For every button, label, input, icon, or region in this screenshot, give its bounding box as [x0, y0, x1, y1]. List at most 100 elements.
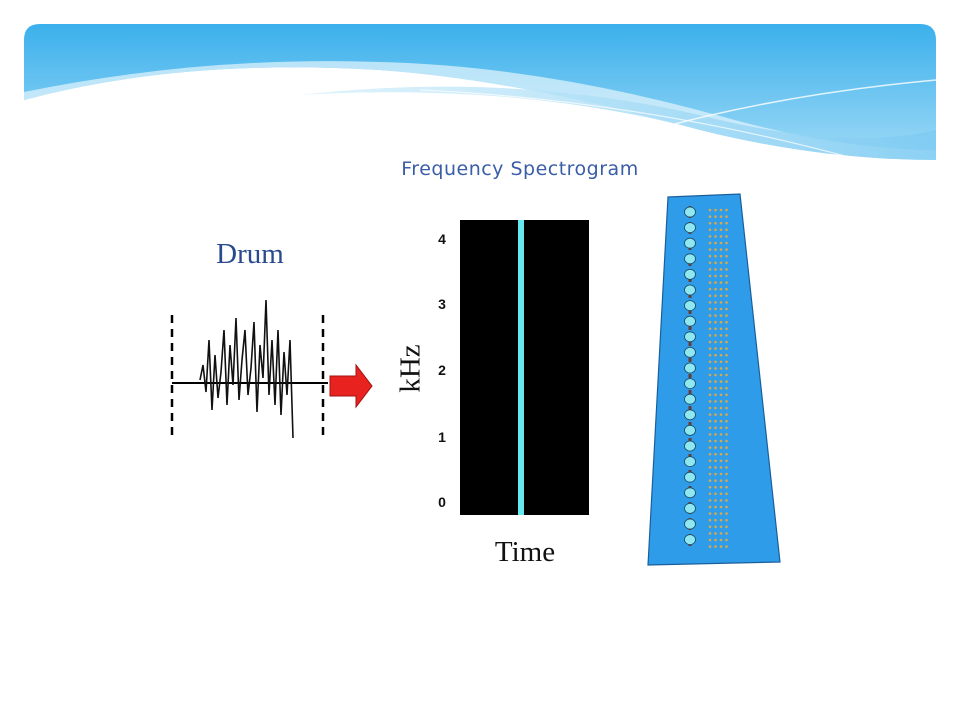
- fiber-dot: [719, 334, 723, 337]
- fiber-dot: [708, 406, 712, 410]
- fiber-dot: [714, 241, 717, 245]
- cochlea-diagram: [647, 193, 781, 566]
- fiber-dot: [725, 373, 728, 377]
- fiber-dot: [719, 459, 723, 463]
- fiber-dot: [725, 294, 728, 298]
- fiber-dot: [708, 301, 712, 304]
- fiber-dot: [714, 466, 717, 469]
- fiber-dot: [719, 479, 723, 482]
- hair-cell: [684, 393, 696, 405]
- fiber-dot: [714, 492, 717, 496]
- fiber-dot: [719, 320, 723, 324]
- fiber-dot: [725, 446, 728, 449]
- fiber-dot: [714, 419, 717, 423]
- fiber-dot: [719, 492, 723, 496]
- fiber-dot: [719, 426, 723, 430]
- fiber-dot: [719, 294, 723, 298]
- hair-cell: [684, 284, 696, 296]
- fiber-dot: [714, 261, 717, 265]
- fiber-dot: [708, 235, 712, 238]
- fiber-dot: [719, 505, 723, 509]
- fiber-dot: [725, 353, 728, 357]
- fiber-dot: [708, 512, 712, 515]
- fiber-dot: [725, 386, 728, 390]
- fiber-dot: [719, 406, 723, 410]
- fiber-dot: [725, 208, 728, 212]
- fiber-dot: [719, 340, 723, 344]
- drum-waveform: [170, 299, 328, 439]
- fiber-dot: [714, 426, 717, 430]
- fiber-dot: [714, 406, 717, 410]
- fiber-dot: [725, 452, 728, 456]
- fiber-dot: [725, 241, 728, 245]
- fiber-dot: [708, 294, 712, 298]
- fiber-dot: [719, 221, 723, 225]
- fiber-dot: [719, 545, 723, 548]
- fiber-dot: [719, 512, 723, 515]
- fiber-dot: [719, 472, 723, 476]
- fiber-dot: [708, 221, 712, 225]
- hair-cell: [684, 253, 696, 265]
- hair-cell: [684, 440, 696, 452]
- fiber-dot: [725, 347, 728, 350]
- fiber-dot: [725, 538, 728, 542]
- fiber-dot: [719, 287, 723, 291]
- spectrogram-background: [460, 220, 589, 515]
- fiber-dot: [725, 380, 728, 383]
- fiber-dot: [719, 373, 723, 377]
- fiber-dot: [719, 261, 723, 265]
- fiber-dot: [708, 248, 712, 251]
- fiber-dot: [708, 340, 712, 344]
- hair-cell: [684, 424, 696, 436]
- hair-cell: [684, 300, 696, 312]
- hair-cell: [684, 409, 696, 421]
- fiber-dot: [714, 485, 717, 489]
- fiber-dot: [708, 446, 712, 449]
- fiber-dot: [725, 472, 728, 476]
- fiber-dot: [714, 353, 717, 357]
- fiber-dot: [725, 314, 728, 317]
- fiber-dot: [714, 248, 717, 251]
- fiber-dot: [708, 538, 712, 542]
- cochlea-shape: [647, 193, 781, 566]
- fiber-dot: [708, 373, 712, 377]
- hair-cell: [684, 378, 696, 390]
- fiber-dot: [708, 367, 712, 370]
- fiber-dot: [708, 532, 712, 535]
- fiber-dot: [719, 538, 723, 542]
- fiber-dot: [708, 327, 712, 331]
- fiber-dot: [714, 327, 717, 331]
- fiber-dot: [714, 400, 717, 403]
- fiber-dot: [725, 274, 728, 278]
- y-axis-label: kHz: [394, 344, 427, 393]
- fiber-dot: [714, 518, 717, 522]
- fiber-dot: [714, 380, 717, 383]
- fiber-dot: [719, 419, 723, 423]
- fiber-dot: [708, 419, 712, 423]
- hair-cell: [684, 237, 696, 249]
- fiber-dot: [725, 505, 728, 509]
- fiber-dot: [719, 525, 723, 529]
- right-arrow-icon: [329, 363, 373, 409]
- spectrogram-band: [518, 220, 524, 515]
- fiber-dot: [708, 413, 712, 416]
- fiber-dot: [719, 281, 723, 284]
- fiber-dot: [714, 221, 717, 225]
- fiber-dot: [719, 254, 723, 258]
- fiber-dot: [719, 208, 723, 212]
- fiber-dot: [714, 512, 717, 515]
- fiber-dot: [725, 334, 728, 337]
- fiber-dot: [708, 334, 712, 337]
- fiber-dot: [714, 386, 717, 390]
- fiber-dot: [708, 360, 712, 364]
- fiber-dot: [725, 525, 728, 529]
- fiber-dot: [708, 347, 712, 350]
- fiber-dot: [714, 459, 717, 463]
- fiber-dot: [714, 281, 717, 284]
- fiber-dot: [725, 235, 728, 238]
- fiber-dot: [719, 360, 723, 364]
- fiber-dot: [708, 393, 712, 397]
- fiber-dot: [708, 472, 712, 476]
- fiber-dot: [719, 386, 723, 390]
